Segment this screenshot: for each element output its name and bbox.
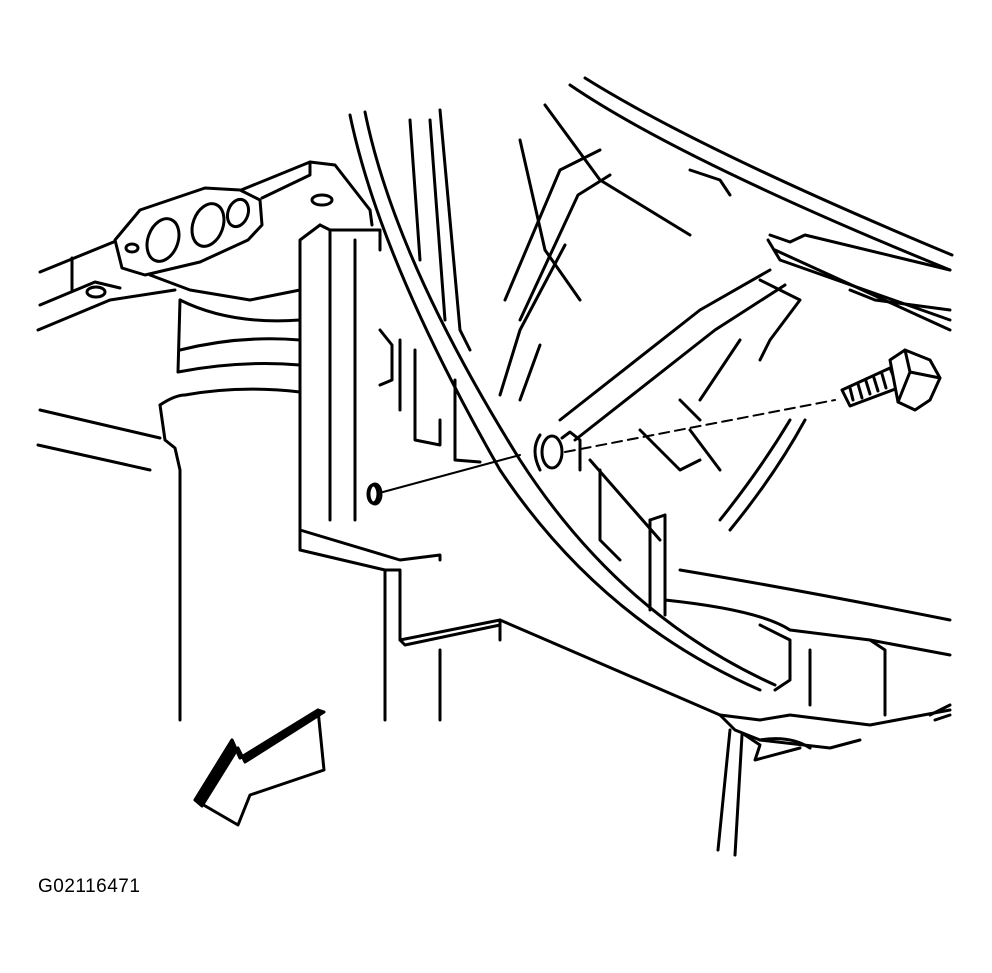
install-line-right — [564, 399, 836, 453]
bolt-icon — [840, 348, 942, 412]
bolt-assembly — [366, 348, 942, 505]
install-line-left — [382, 454, 521, 493]
forward-direction-arrow-icon — [193, 708, 326, 827]
mount-bracket — [158, 223, 482, 722]
mounting-hole-right — [540, 434, 564, 470]
fan-spokes — [498, 148, 807, 617]
fan-shroud — [348, 76, 954, 692]
mounting-hole-left — [366, 483, 380, 505]
support-post — [716, 728, 812, 857]
lower-housing — [298, 528, 722, 722]
shroud-rim — [663, 568, 952, 750]
gasket-plate — [113, 186, 302, 302]
figure-id-label: G02116471 — [38, 876, 141, 897]
